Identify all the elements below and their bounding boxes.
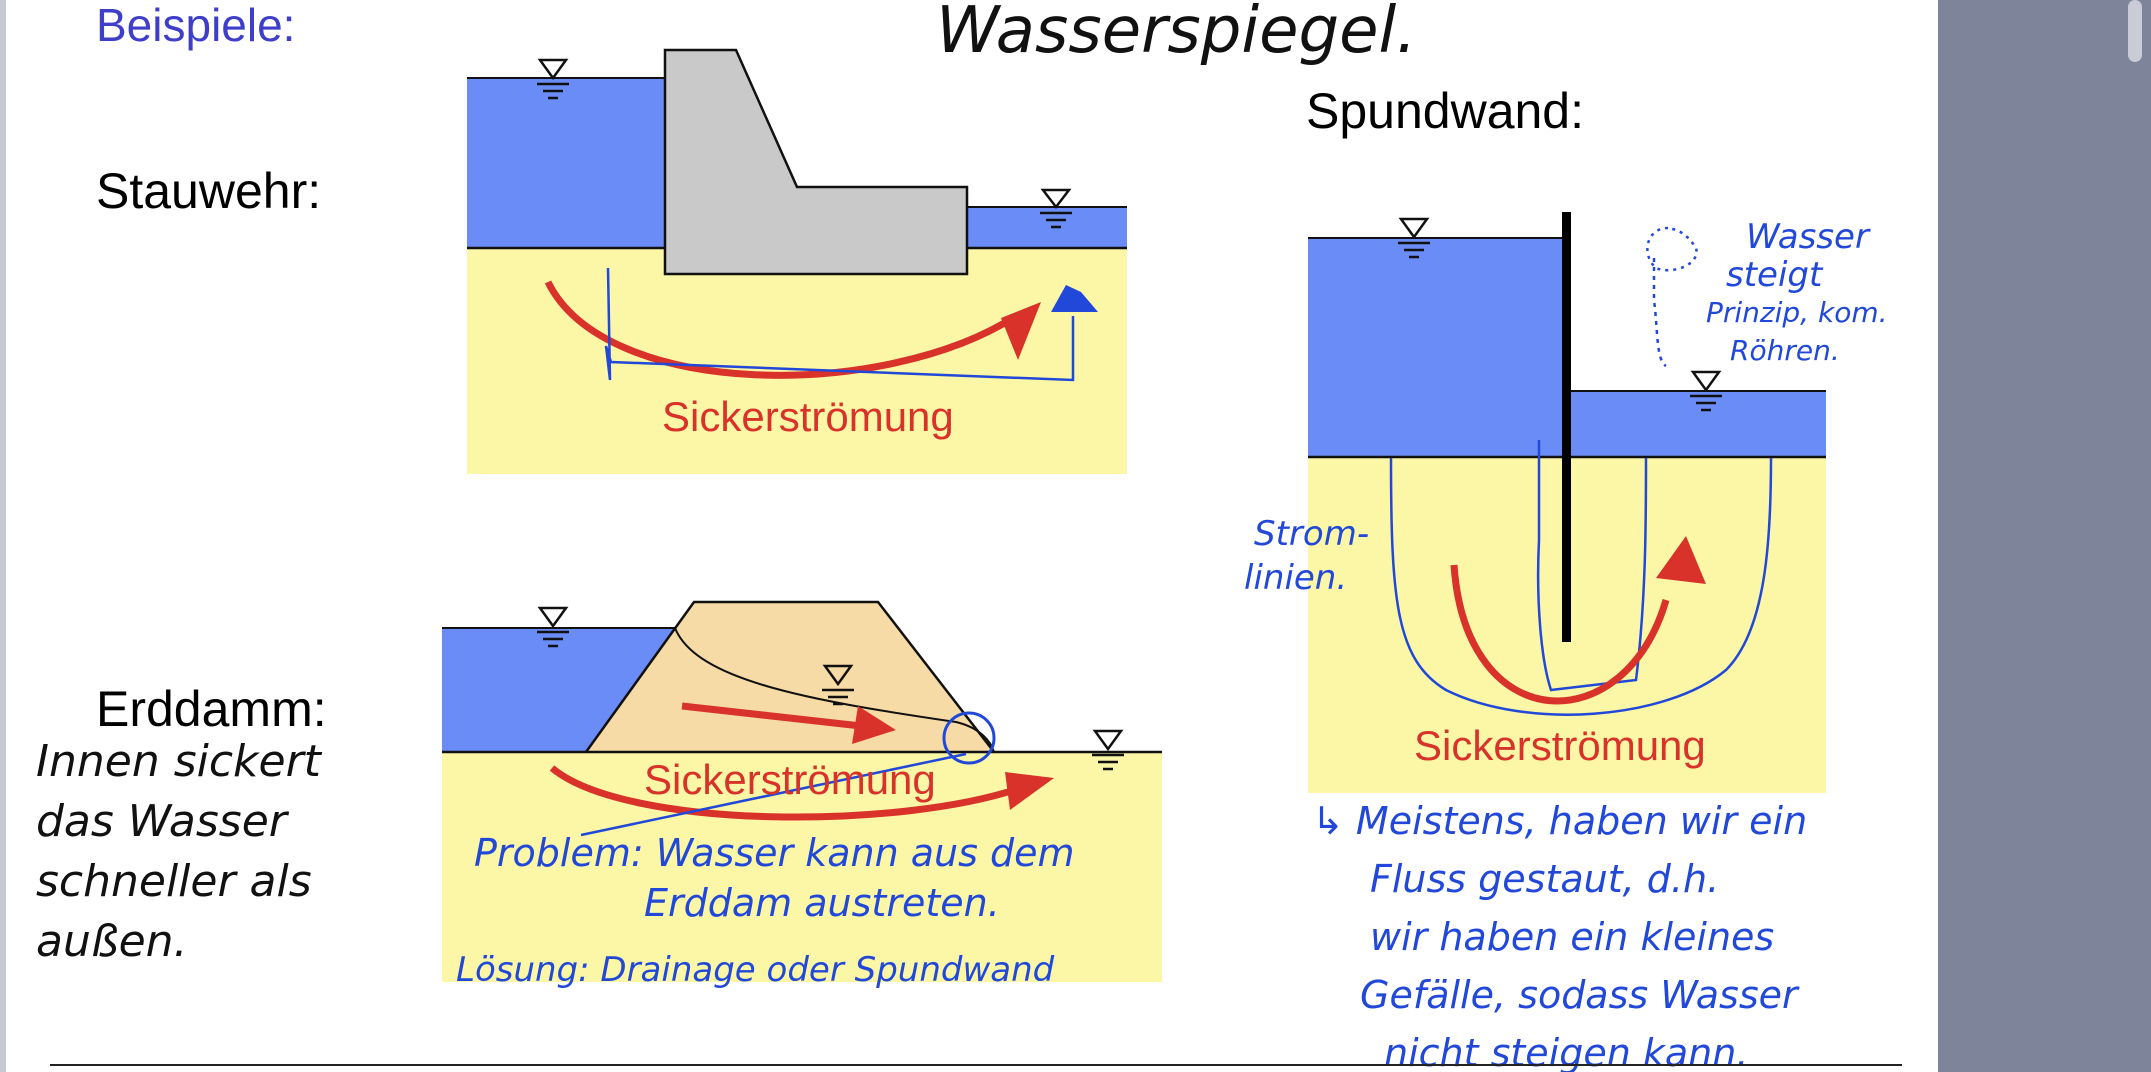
spundwand-diagram: Sickerströmung: [1308, 212, 1826, 793]
page-heading: Beispiele:: [96, 0, 296, 51]
spundwand-streamline-note: Strom- linien.: [1244, 514, 1370, 598]
erddamm-left-note: Innen sickert das Wasser schneller als a…: [36, 736, 321, 967]
stauwehr-upstream-water: [467, 78, 665, 248]
document-page: Beispiele: Wasserspiegel. Stauwehr: Erdd…: [6, 0, 1938, 1072]
water-level-symbol: [537, 58, 569, 100]
spundwand-flow-arrow: [1450, 564, 1670, 705]
page-bottom-rule: [50, 1064, 1902, 1066]
spundwand-streamlines: [1389, 226, 1773, 716]
stauwehr-diagram: Sickerströmung: [467, 48, 1127, 474]
water-level-symbol: [1398, 217, 1430, 259]
spundwand-sheet-pile: [1562, 212, 1571, 642]
spundwand-label: Spundwand:: [1306, 83, 1585, 139]
spundwand-bottom-note: ↳ Meistens, haben wir ein Fluss gestaut,…: [1312, 799, 1808, 1072]
scribble-top-note: Wasserspiegel.: [936, 0, 1417, 68]
erddamm-problem-circle: [942, 711, 996, 765]
water-level-symbol: [1690, 370, 1722, 412]
spundwand-flow-label: Sickerströmung: [1414, 722, 1706, 769]
stauwehr-soil: [467, 248, 1127, 474]
water-level-symbol: [1040, 188, 1072, 229]
erddamm-problem-note: Problem: Wasser kann aus dem Erddam aust…: [474, 831, 1075, 925]
stauwehr-flow-arrow: [544, 280, 1018, 379]
stauwehr-flow-label: Sickerströmung: [662, 393, 954, 440]
erddamm-soil-flow-arrow: [549, 765, 1028, 821]
spundwand-upstream-water: [1308, 238, 1566, 457]
erddamm-soil: [442, 752, 1162, 982]
spundwand-downstream-water: [1566, 391, 1826, 457]
stauwehr-streamline-sketch: [604, 267, 1075, 382]
scrollbar-track[interactable]: [2124, 0, 2151, 1072]
stauwehr-arrowhead: [1001, 302, 1041, 360]
erddamm-solution-note: Lösung: Drainage oder Spundwand: [456, 950, 1055, 990]
window-left-edge: [0, 0, 6, 1072]
stauwehr-weir-body: [663, 48, 969, 276]
erddamm-dam-body: [586, 602, 994, 752]
scrollbar-thumb[interactable]: [2128, 0, 2142, 62]
erddamm-phreatic-line: [674, 627, 995, 753]
erddamm-dam-flow-arrow: [681, 702, 862, 730]
spundwand-rising-note: Wasser steigt Prinzip, kom. Röhren.: [1706, 217, 1888, 367]
stauwehr-label: Stauwehr:: [96, 163, 322, 219]
water-level-symbol: [537, 606, 569, 648]
erddamm-label: Erddamm:: [96, 681, 327, 737]
water-level-symbol: [1092, 729, 1124, 771]
stauwehr-seepage-mark: [1051, 285, 1098, 312]
erddamm-diagram: Sickerströmung: [442, 600, 1162, 982]
erddamm-flow-label: Sickerströmung: [644, 756, 936, 803]
water-level-symbol: [822, 664, 854, 706]
